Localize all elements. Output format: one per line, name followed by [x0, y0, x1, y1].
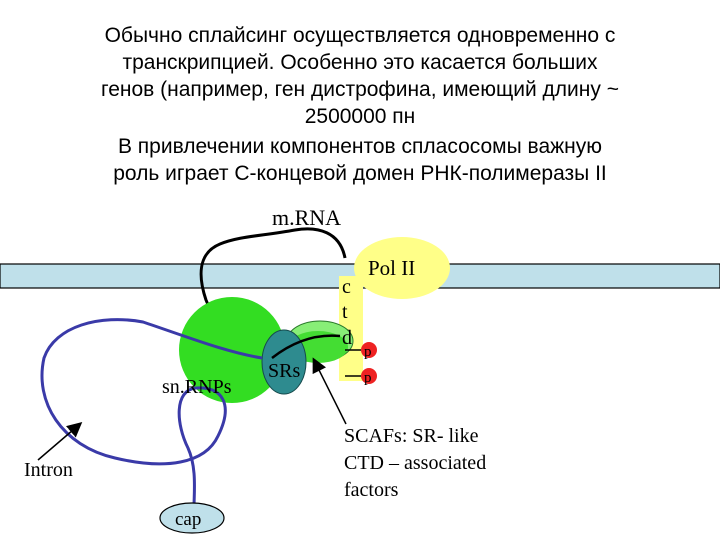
ctd-letter-d: d: [342, 327, 352, 349]
intron-arrow: [38, 424, 80, 460]
mrna-label: m.RNA: [272, 205, 341, 230]
phospho-label-1: p: [364, 344, 372, 360]
ctd-letter-c: c: [342, 276, 351, 298]
scafs-label-line-1: SCAFs: SR- like: [344, 425, 479, 447]
cap-label: cap: [175, 509, 201, 530]
phospho-label-2: p: [364, 370, 372, 386]
pol2-label: Pol II: [368, 256, 415, 280]
ctd-letter-t: t: [342, 301, 348, 323]
scafs-label-line-2: CTD – associated: [344, 452, 486, 474]
intron-label: Intron: [24, 459, 73, 481]
snrnps-label: sn.RNPs: [162, 376, 232, 398]
srs-label: SRs: [268, 360, 300, 382]
scafs-label-line-3: factors: [344, 479, 399, 501]
